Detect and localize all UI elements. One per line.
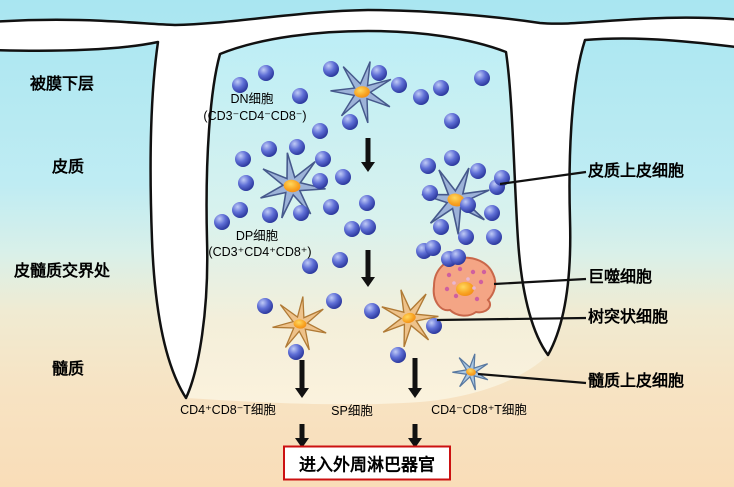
thymocyte-sphere <box>426 318 442 334</box>
thymocyte-sphere <box>470 163 486 179</box>
thymocytes <box>214 61 510 363</box>
thymocyte-sphere <box>450 249 466 265</box>
region-label-junction: 皮髓质交界处 <box>13 263 111 281</box>
thymocyte-sphere <box>360 219 376 235</box>
thymocyte-sphere <box>292 88 308 104</box>
leader-line <box>436 316 587 322</box>
dp-cell-markers: (CD3⁺CD4⁺CD8⁺) <box>208 245 312 260</box>
thymocyte-sphere <box>302 258 318 274</box>
thymocyte-sphere <box>335 169 351 185</box>
thymocyte-sphere <box>323 61 339 77</box>
thymocyte-sphere <box>312 173 328 189</box>
thymocyte-sphere <box>238 175 254 191</box>
outcome-box: 进入外周淋巴器官 <box>283 445 451 481</box>
thymocyte-sphere <box>433 80 449 96</box>
thymus-capsule <box>0 8 734 400</box>
thymocyte-sphere <box>258 65 274 81</box>
thymocyte-sphere <box>288 344 304 360</box>
thymocyte-sphere <box>458 229 474 245</box>
cd4-sp-cell-label: CD4⁺CD8⁻T细胞 <box>180 403 276 418</box>
dendritic-cell-right-graphic <box>372 281 445 353</box>
thymocyte-sphere <box>494 170 510 186</box>
dn-cell-graphic <box>324 52 401 129</box>
thymocyte-sphere <box>261 141 277 157</box>
thymocyte-sphere <box>391 77 407 93</box>
arrow-head <box>408 388 422 398</box>
thymocyte-sphere <box>312 123 328 139</box>
cd8-sp-cell-label: CD4⁻CD8⁺T细胞 <box>431 403 527 418</box>
dn-cell-label: DN细胞 <box>230 92 274 107</box>
arrow-head <box>361 162 375 172</box>
thymocyte-sphere <box>420 158 436 174</box>
thymocyte-sphere <box>460 197 476 213</box>
dendritic-label: 树突状细胞 <box>588 309 669 327</box>
thymocyte-sphere <box>474 70 490 86</box>
thymocyte-sphere <box>344 221 360 237</box>
thymocyte-sphere <box>425 240 441 256</box>
region-label-subcapsular: 被膜下层 <box>29 76 95 94</box>
thymocyte-sphere <box>232 202 248 218</box>
thymocyte-sphere <box>323 199 339 215</box>
label-leader-lines <box>436 170 587 385</box>
thymocyte-sphere <box>444 113 460 129</box>
dp-cell-graphic <box>254 147 330 222</box>
thymocyte-sphere <box>262 207 278 223</box>
thymocyte-sphere <box>342 114 358 130</box>
outcome-label: 进入外周淋巴器官 <box>299 455 435 475</box>
thymocyte-sphere <box>444 150 460 166</box>
arrow-head <box>295 388 309 398</box>
thymocyte-sphere <box>235 151 251 167</box>
thymocyte-sphere <box>359 195 375 211</box>
dendritic-cell-left-graphic <box>269 293 331 353</box>
thymocyte-sphere <box>364 303 380 319</box>
thymocyte-sphere <box>422 185 438 201</box>
thymocyte-sphere <box>232 77 248 93</box>
thymocyte-sphere <box>433 219 449 235</box>
macrophage-graphic <box>432 256 497 317</box>
cortical-epithelial-label: 皮质上皮细胞 <box>588 163 685 181</box>
medullary-epithelial-cell-graphic <box>449 349 494 393</box>
thymocyte-sphere <box>332 252 348 268</box>
thymocyte-sphere <box>326 293 342 309</box>
sp-cell-label: SP细胞 <box>331 404 373 419</box>
dp-cell-label: DP细胞 <box>235 229 279 244</box>
region-label-cortex: 皮质 <box>51 159 85 177</box>
leader-line <box>477 372 587 385</box>
leader-line <box>493 277 587 286</box>
thymocyte-sphere <box>484 205 500 221</box>
region-label-medulla: 髓质 <box>51 361 85 379</box>
flow-arrows <box>295 138 422 448</box>
thymocyte-sphere <box>257 298 273 314</box>
thymocyte-sphere <box>413 89 429 105</box>
thymocyte-sphere <box>390 347 406 363</box>
thymocyte-sphere <box>289 139 305 155</box>
thymocyte-sphere <box>486 229 502 245</box>
macrophage-label: 巨噬细胞 <box>588 269 653 287</box>
arrow-head <box>408 438 422 448</box>
thymocyte-sphere <box>214 214 230 230</box>
dn-cell-markers: (CD3⁻CD4⁻CD8⁻) <box>203 109 307 124</box>
arrow-head <box>295 438 309 448</box>
arrow-head <box>361 277 375 287</box>
medullary-epithelial-label: 髓质上皮细胞 <box>588 373 685 391</box>
thymocyte-sphere <box>315 151 331 167</box>
thymocyte-sphere <box>293 205 309 221</box>
thymocyte-sphere <box>371 65 387 81</box>
leader-line <box>499 170 587 186</box>
